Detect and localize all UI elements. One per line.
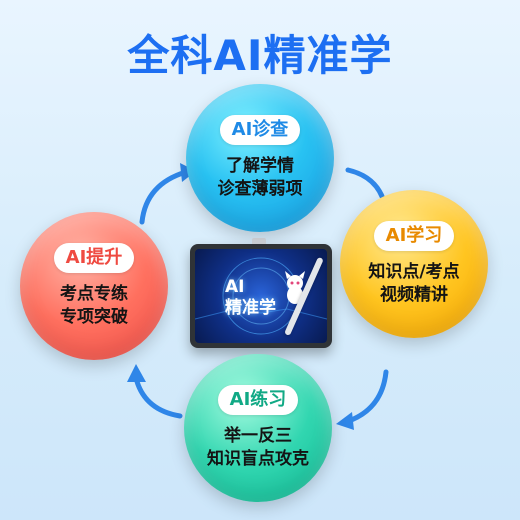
step-desc: 考点专练 (60, 284, 128, 304)
tablet-device-icon: AI 精准学 (190, 244, 332, 348)
step-ai-improve: AI提升 考点专练 专项突破 (20, 212, 168, 360)
step-desc: 诊查薄弱项 (217, 179, 303, 199)
step-label: AI诊查 (219, 115, 301, 145)
screen-text: AI 精准学 (225, 277, 276, 318)
step-desc: 专项突破 (60, 307, 128, 327)
step-ai-learn: AI学习 知识点/考点 视频精讲 (340, 190, 488, 338)
cycle-arrow-icon (336, 369, 389, 430)
step-desc: 了解学情 (226, 156, 294, 176)
tablet-screen: AI 精准学 (195, 249, 327, 343)
step-ai-practice: AI练习 举一反三 知识盲点攻克 (184, 354, 332, 502)
step-ai-diagnose: AI诊查 了解学情 诊查薄弱项 (186, 84, 334, 232)
step-desc: 举一反三 (224, 426, 292, 446)
mascot-icon (285, 271, 305, 304)
step-desc: 知识盲点攻克 (207, 449, 309, 469)
step-desc: 知识点/考点 (368, 262, 460, 282)
step-label: AI练习 (217, 385, 299, 415)
page-title: 全科AI精准学 (127, 31, 393, 80)
step-label: AI提升 (53, 243, 135, 273)
cycle-arrow-icon (127, 364, 183, 419)
tablet-camera (252, 238, 266, 246)
step-label: AI学习 (373, 221, 455, 251)
step-desc: 视频精讲 (380, 285, 448, 305)
